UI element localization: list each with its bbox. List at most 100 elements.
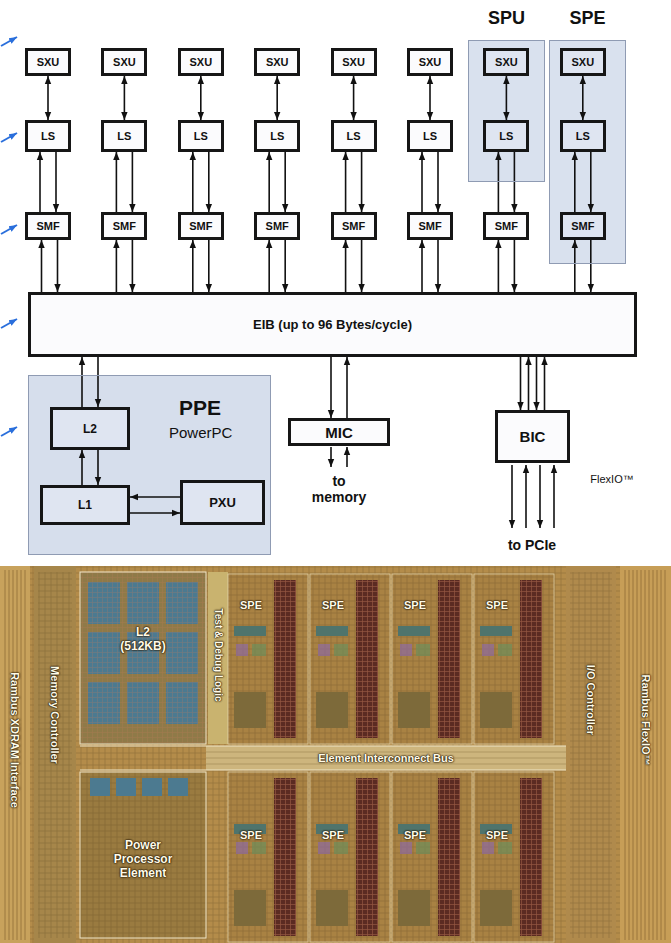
connector-arrow [132,152,134,212]
connector-arrow [81,450,83,485]
sxu-box: SXU [178,48,224,76]
connector-arrow [192,152,194,212]
connector-arrow [361,240,363,292]
box-label: LS [117,130,131,142]
connector-arrow [429,76,431,120]
cache-box: L1 [40,485,130,525]
smf-box: SMF [25,212,71,240]
sxu-box: SXU [254,48,300,76]
connector-arrow [498,240,500,292]
ls-box: LS [331,120,377,152]
connector-arrow [514,152,516,212]
connector-arrow [345,240,347,292]
die-label: SPE [240,599,262,612]
box-label: SXU [495,56,518,68]
connector-arrow [346,357,348,418]
connector-arrow [55,152,57,212]
box-label: LS [423,130,437,142]
die-label: SPE [404,599,426,612]
die-label: SPE [404,829,426,842]
die-label: SPE [322,829,344,842]
connector-arrow [208,152,210,212]
connector-arrow [421,240,423,292]
sxu-box: SXU [101,48,147,76]
connector-arrow [41,240,43,292]
box-label: LS [499,130,513,142]
connector-arrow [284,240,286,292]
connector-arrow [345,152,347,212]
connector-arrow [97,357,99,407]
controller-box: MIC [288,418,390,446]
smf-box: SMF [331,212,377,240]
connector-arrow [268,152,270,212]
connector-arrow [130,512,180,514]
connector-arrow [124,76,126,120]
ls-box: LS [178,120,224,152]
box-label: LS [194,130,208,142]
box-label: SXU [342,56,365,68]
die-label: Rambus XDRAM Interface [9,672,22,808]
connector-arrow [506,76,508,120]
die-label: Power Processor Element [98,839,188,880]
sxu-box: SXU [483,48,529,76]
box-label: SMF [342,220,365,232]
box-label: LS [347,130,361,142]
connector-arrow [590,240,592,292]
box-label: EIB (up to 96 Bytes/cycle) [253,317,412,332]
ls-box: LS [254,120,300,152]
connector-arrow [192,240,194,292]
die-label: SPE [486,599,508,612]
smf-box: SMF [254,212,300,240]
ls-box: LS [407,120,453,152]
sxu-box: SXU [407,48,453,76]
die-label: I/O Controller [585,665,598,735]
connector-arrow [421,152,423,212]
box-label: MIC [325,424,353,441]
spe-group: SPESXULSSMF [549,40,626,264]
ls-box: LS [25,120,71,152]
connector-arrow [353,76,355,120]
box-label: SXU [419,56,442,68]
box-label: LS [270,130,284,142]
connector-arrow [200,76,202,120]
group-heading: SPE [550,8,625,29]
connector-arrow [81,357,83,407]
pointer-arrows [1,37,17,436]
smf-box: SMF [101,212,147,240]
ls-box: LS [560,120,606,152]
sxu-box: SXU [560,48,606,76]
die-label: Memory Controller [49,666,62,764]
connector-arrow [437,152,439,212]
connector-arrow [116,240,118,292]
connector-arrow [528,357,530,410]
connector-arrow [97,450,99,485]
ls-box: LS [483,120,529,152]
connector-arrow [520,357,522,410]
cache-box: L2 [50,407,130,450]
connector-arrow [498,152,500,212]
execution-unit-box: PXU [180,480,265,525]
connector-arrow [582,76,584,120]
panel-subheading: PowerPC [169,424,232,441]
io-label: FlexIO™ [590,473,633,486]
connector-arrow [284,152,286,212]
connector-arrow [544,357,546,410]
connector-arrow [39,152,41,212]
connector-arrow [361,152,363,212]
io-label: to memory [306,473,372,505]
connector-arrow [268,240,270,292]
connector-arrow [590,152,592,212]
die-label: SPE [486,829,508,842]
box-label: SMF [495,220,518,232]
connector-arrow [437,240,439,292]
box-label: BIC [520,428,546,445]
box-label: SXU [266,56,289,68]
box-label: SMF [418,220,441,232]
die-label: L2 (512KB) [113,626,173,654]
box-label: SMF [36,220,59,232]
die-label: SPE [240,829,262,842]
box-label: LS [41,130,55,142]
box-label: L2 [83,422,97,436]
smf-box: SMF [178,212,224,240]
